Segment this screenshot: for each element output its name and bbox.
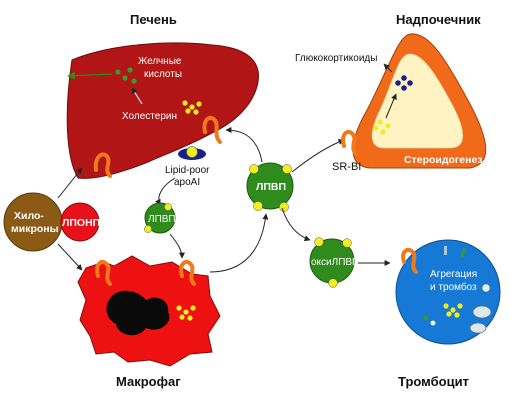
apoai-to-hdl-arrow (155, 177, 176, 206)
label-aggregation: Агрегация (430, 269, 477, 280)
platelet-vesicle (472, 305, 492, 319)
label-hdl-large: ЛПВП (256, 181, 286, 193)
label-cholesterol: Холестерин (122, 111, 177, 122)
liver-cholesterol-dots (182, 100, 202, 115)
platelet: Агрегация и тромбоз (395, 239, 501, 345)
glucocorticoid-export-arrow (383, 63, 393, 73)
hdl-to-adrenal-arrow (291, 139, 345, 173)
hdl-to-liver-arrow (225, 127, 263, 163)
macrophage-to-hdl-arrow (209, 213, 269, 273)
hdl-to-oxhdl-arrow (281, 207, 311, 242)
label-apoai: apoAI (174, 177, 200, 188)
platelet-granule (423, 315, 429, 321)
oxhdl: оксиЛПВП (309, 237, 359, 288)
heading-liver: Печень (130, 12, 177, 27)
chylo-to-macrophage-arrow (57, 243, 83, 271)
platelet-granule (444, 246, 447, 255)
macrophage-receptor-left (95, 259, 112, 286)
hdl-large: ЛПВП (246, 162, 294, 212)
heading-platelet: Тромбоцит (398, 374, 469, 389)
vldl: ЛПОНП (60, 202, 100, 242)
platelet-cholesterol-dots (443, 303, 463, 318)
vldl-to-liver-arrow (57, 167, 83, 199)
macrophage-nucleus (106, 290, 170, 336)
liver-receptor-right (202, 115, 222, 144)
bile-acid-dots (115, 67, 137, 84)
label-chylo-1: Хило- (14, 210, 44, 222)
macrophage (77, 255, 221, 367)
label-lipid-poor: Lipid-poor (165, 165, 210, 176)
cholesterol-to-bile-arrow (131, 87, 143, 105)
label-hdl-small: ЛПВП (148, 214, 176, 225)
platelet-vesicle (469, 322, 487, 334)
bile-export-arrow (67, 71, 113, 80)
platelet-receptor (401, 247, 418, 274)
label-thrombosis: и тромбоз (430, 281, 477, 293)
lipid-poor-apoai: Lipid-poor apoAI (165, 146, 210, 188)
heading-macrophage: Макрофаг (116, 374, 181, 389)
label-chylo-2: микроны (11, 223, 59, 235)
adrenal-gland: Стероидогенез (341, 33, 487, 169)
liver: Желчные кислоты Холестерин (66, 42, 259, 179)
adrenal-steroid-dots (395, 75, 413, 91)
platelet-granule (481, 283, 491, 293)
platelet-granule (460, 247, 467, 258)
label-vldl: ЛПОНП (62, 217, 100, 229)
heading-adrenal: Надпочечник (396, 12, 481, 27)
hdl-small: ЛПВП (144, 202, 176, 234)
hdl-small-to-macrophage-arrow (169, 233, 185, 259)
chylomicrons: Хило- микроны (3, 192, 63, 252)
label-steroidogenesis: Стероидогенез (404, 154, 483, 166)
macrophage-receptor-right (179, 259, 196, 286)
sr-bi-receptor (341, 129, 358, 156)
liver-receptor-bottom (93, 152, 112, 178)
svg-text:кислоты: кислоты (144, 69, 182, 80)
label-oxhdl: оксиЛПВП (311, 257, 359, 268)
label-sr-bi: SR-BI (332, 161, 361, 173)
macrophage-cholesterol-dots (176, 305, 196, 321)
label-glucocorticoids: Глюкокортикоиды (295, 53, 377, 64)
cholesterol-to-steroid-arrow (385, 93, 397, 119)
adrenal-cholesterol-dots (373, 119, 391, 135)
platelet-granule (430, 320, 436, 326)
label-bile-acids: Желчные (138, 56, 182, 67)
